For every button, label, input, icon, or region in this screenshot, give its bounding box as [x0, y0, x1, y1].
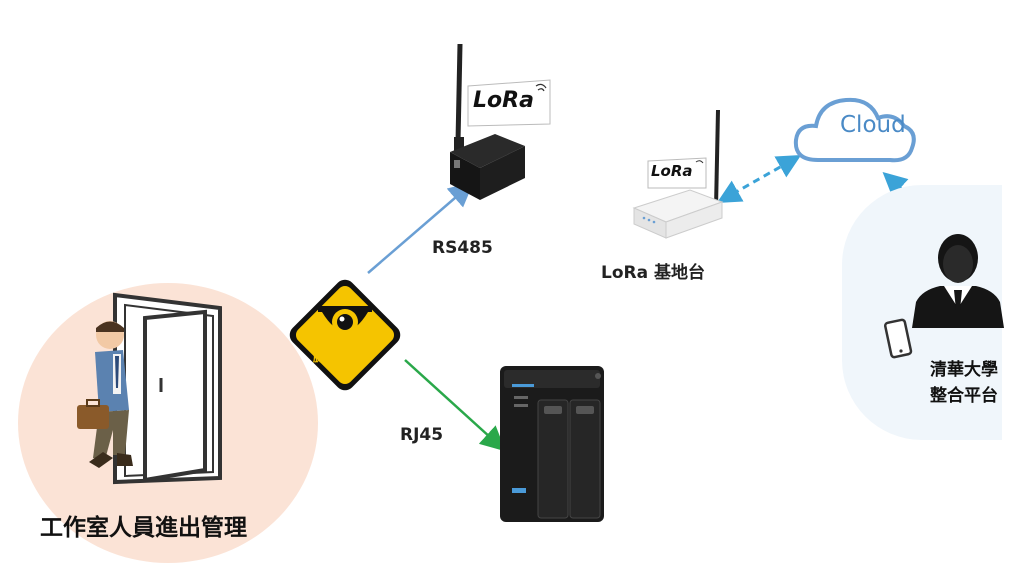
phone-icon: [883, 318, 913, 359]
rj45-label: RJ45: [400, 425, 444, 445]
camera-label: 臉辨攝影機: [313, 351, 368, 364]
platform-label-line1: 清華大學: [930, 360, 998, 380]
rs485-label: RS485: [432, 238, 493, 258]
cloud-label: Cloud: [840, 112, 906, 138]
lora-logo-sensor-text: LoRa: [473, 88, 534, 113]
cloud-icon: [793, 97, 916, 163]
office-person-illustration: [77, 292, 222, 485]
rj45-link: [404, 359, 506, 452]
rs485-link: [367, 181, 474, 274]
lora-logo-sensor: [467, 79, 551, 127]
gateway-cloud-link: [716, 155, 802, 203]
lora-logo-gateway: [647, 157, 707, 189]
user-icon: [912, 234, 1004, 328]
platform-label-line2: 整合平台: [930, 386, 998, 406]
lora-sensor-device: [450, 43, 525, 200]
lora-gateway-device: [632, 109, 724, 239]
lora-logo-gateway-text: LoRa: [651, 162, 693, 180]
face-camera-sign: [289, 279, 401, 391]
nas-storage-device: [500, 366, 604, 522]
lora-gateway-label: LoRa 基地台: [601, 263, 705, 283]
office-label: 工作室人員進出管理: [40, 515, 247, 541]
